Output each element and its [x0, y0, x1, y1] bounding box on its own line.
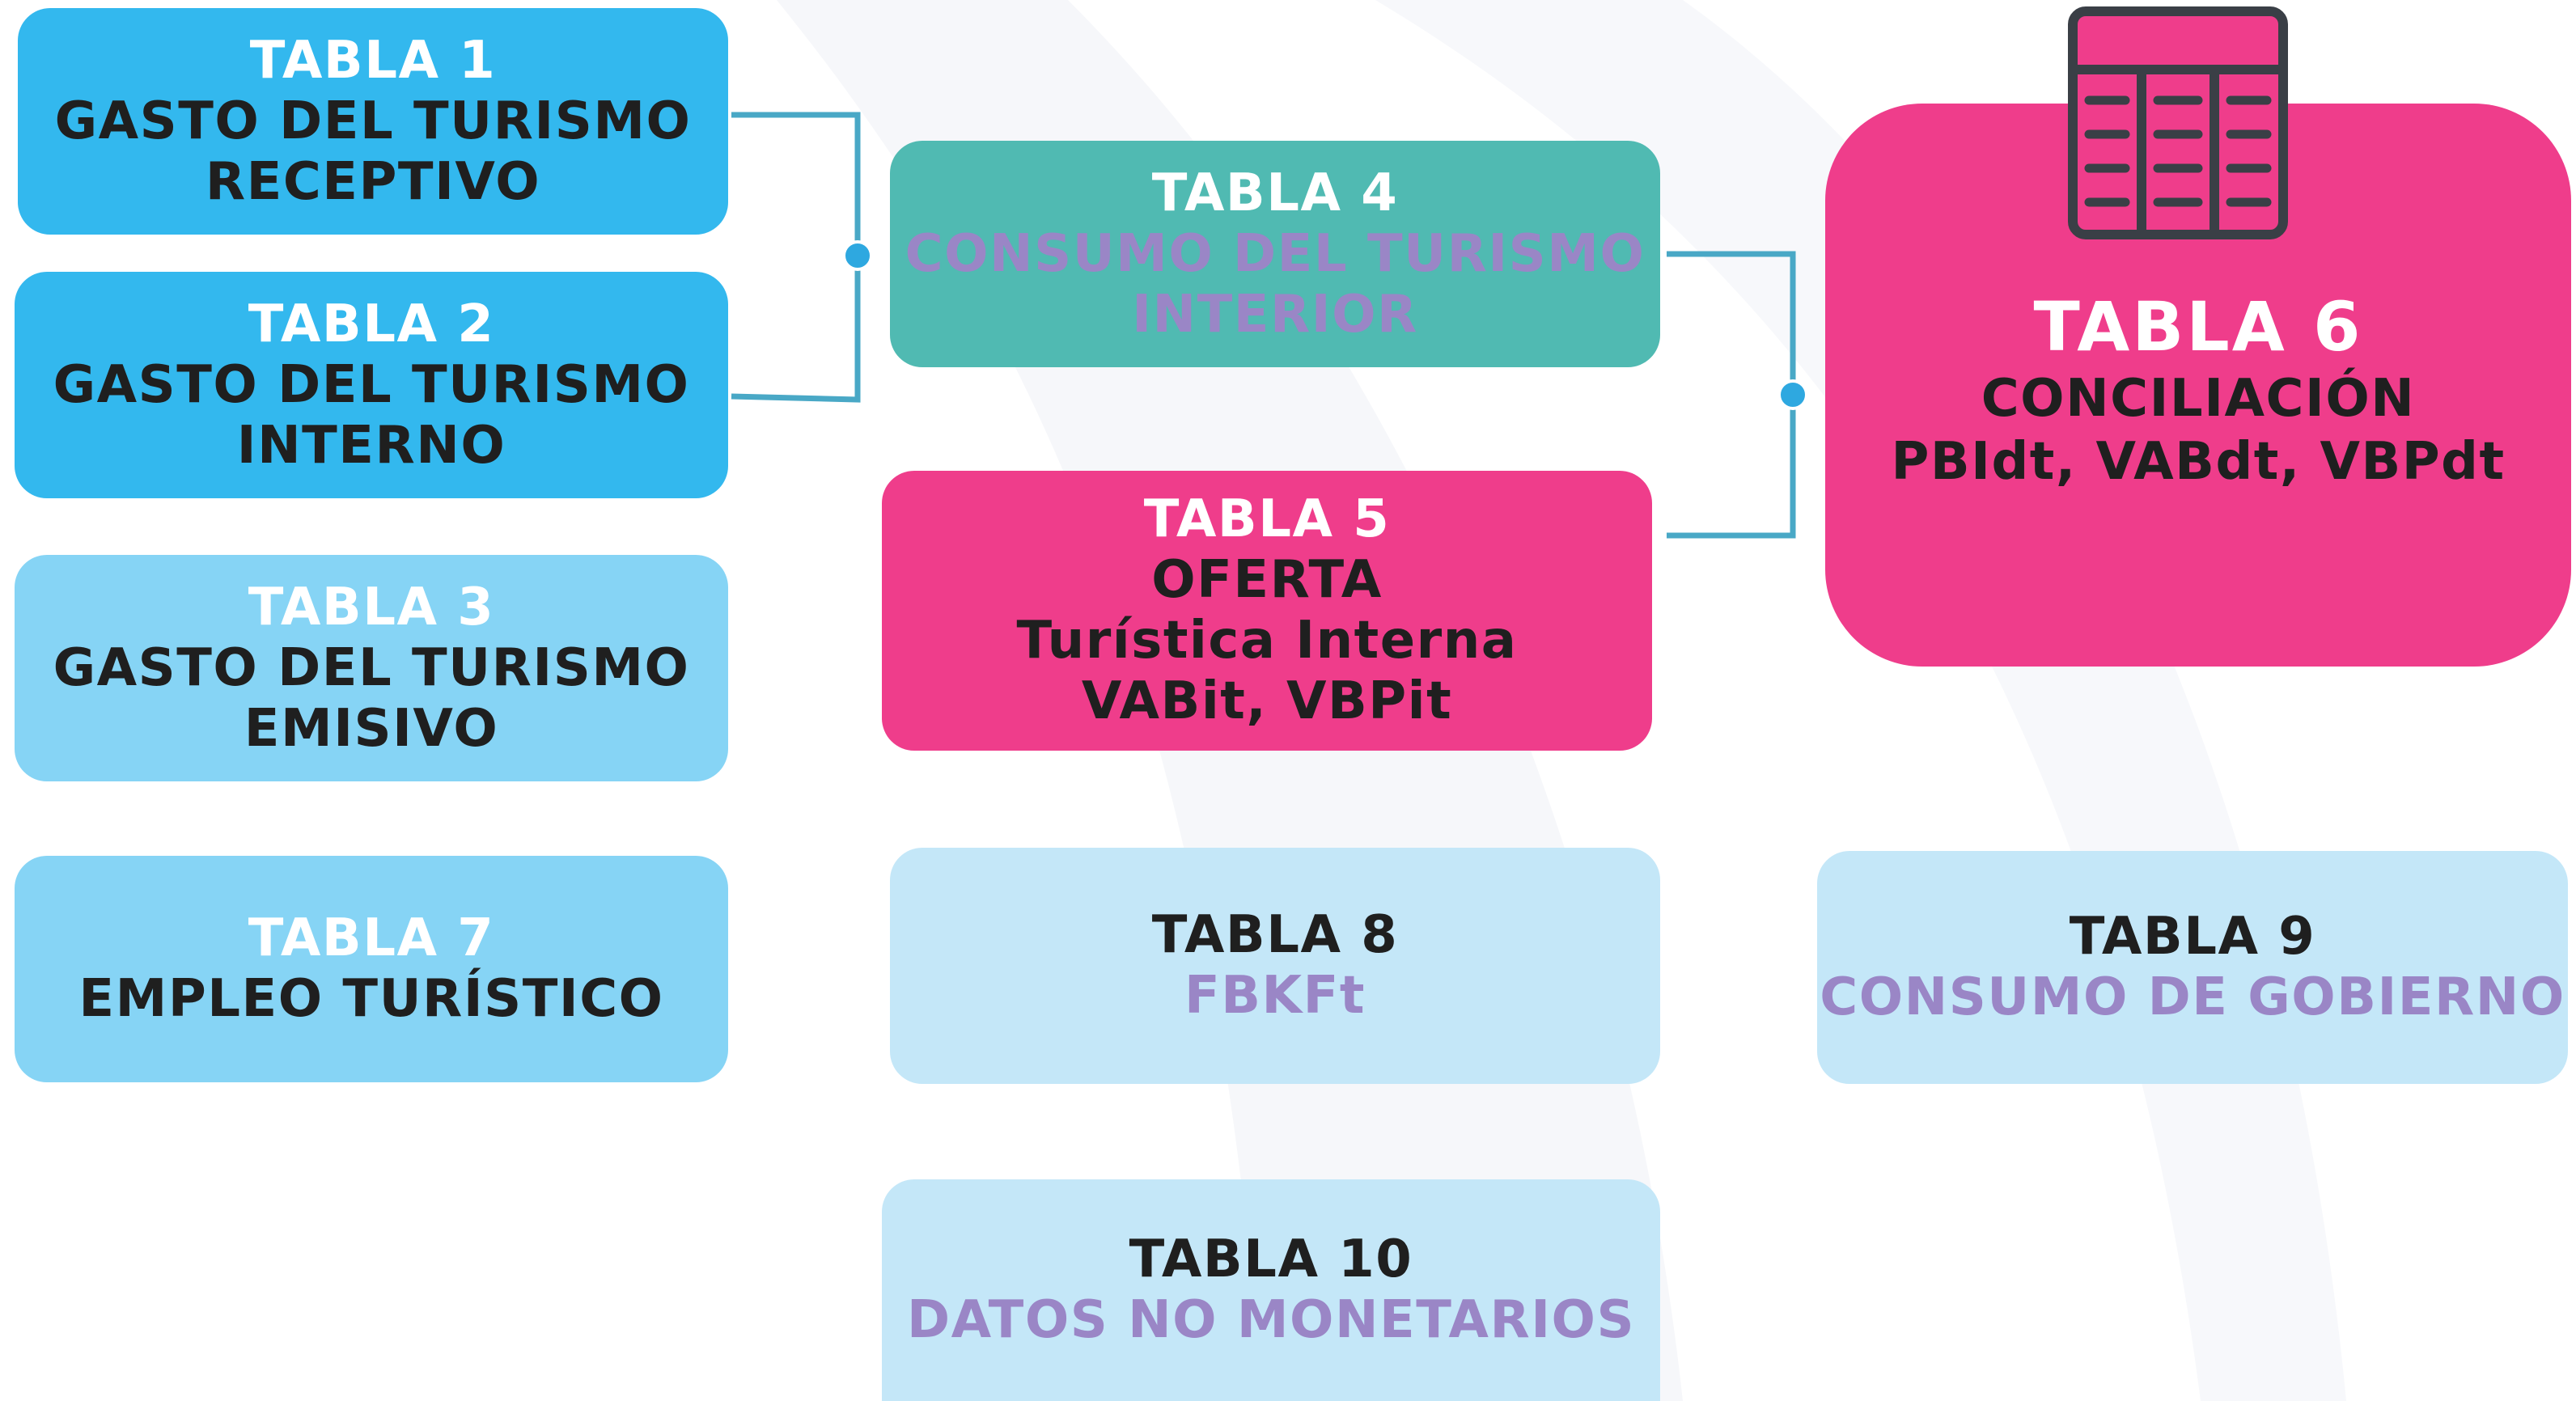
tabla-1-title: TABLA 1: [249, 30, 497, 91]
tabla-6-line1: CONCILIACIÓN: [1981, 369, 2416, 429]
tabla-10-line1: DATOS NO MONETARIOS: [906, 1290, 1636, 1350]
tabla-2-line1: GASTO DEL TURISMO: [53, 354, 690, 415]
tabla-4-box: TABLA 4 CONSUMO DEL TURISMO INTERIOR: [890, 141, 1660, 367]
tabla-3-line2: EMISIVO: [244, 698, 499, 759]
tabla-8-line1: FBKFt: [1184, 966, 1366, 1026]
tabla-1-line2: RECEPTIVO: [205, 151, 541, 212]
tabla-4-line2: INTERIOR: [1132, 284, 1418, 345]
tabla-3-line1: GASTO DEL TURISMO: [53, 637, 690, 698]
connector-node-left: [842, 240, 873, 271]
tabla-1-line1: GASTO DEL TURISMO: [54, 91, 692, 151]
tabla-1-box: TABLA 1 GASTO DEL TURISMO RECEPTIVO: [18, 8, 728, 235]
spreadsheet-table-icon: [2068, 6, 2288, 239]
connector-node-right: [1777, 379, 1808, 410]
tabla-4-title: TABLA 4: [1151, 163, 1399, 223]
tabla-7-title: TABLA 7: [248, 908, 495, 968]
tabla-6-line2: PBIdt, VABdt, VBPdt: [1891, 432, 2506, 492]
tabla-7-line1: EMPLEO TURÍSTICO: [78, 969, 664, 1029]
tabla-10-title: TABLA 10: [1129, 1230, 1413, 1289]
tabla-9-box: TABLA 9 CONSUMO DE GOBIERNO: [1817, 851, 2568, 1084]
tabla-3-title: TABLA 3: [248, 577, 495, 637]
connector-t1-t2-bracket: [731, 112, 861, 403]
tabla-9-title: TABLA 9: [2069, 907, 2316, 967]
tabla-9-line1: CONSUMO DE GOBIERNO: [1820, 967, 2565, 1027]
tabla-6-title: TABLA 6: [2033, 287, 2363, 366]
connector-t4-t5-bracket: [1667, 251, 1796, 539]
tabla-5-line1: OFERTA: [1151, 550, 1383, 610]
tabla-2-title: TABLA 2: [248, 294, 495, 354]
tabla-3-box: TABLA 3 GASTO DEL TURISMO EMISIVO: [15, 555, 728, 781]
tabla-10-box: TABLA 10 DATOS NO MONETARIOS: [882, 1179, 1660, 1401]
tabla-5-line2: Turística Interna: [1016, 611, 1518, 671]
tabla-4-line1: CONSUMO DEL TURISMO: [905, 223, 1646, 284]
tabla-2-line2: INTERNO: [236, 415, 506, 476]
tabla-5-line3: VABit, VBPit: [1081, 671, 1453, 731]
tabla-2-box: TABLA 2 GASTO DEL TURISMO INTERNO: [15, 272, 728, 498]
tabla-5-title: TABLA 5: [1143, 489, 1391, 549]
tabla-5-box: TABLA 5 OFERTA Turística Interna VABit, …: [882, 471, 1652, 751]
tabla-8-title: TABLA 8: [1151, 905, 1399, 965]
tabla-7-box: TABLA 7 EMPLEO TURÍSTICO: [15, 856, 728, 1082]
tabla-8-box: TABLA 8 FBKFt: [890, 848, 1660, 1084]
